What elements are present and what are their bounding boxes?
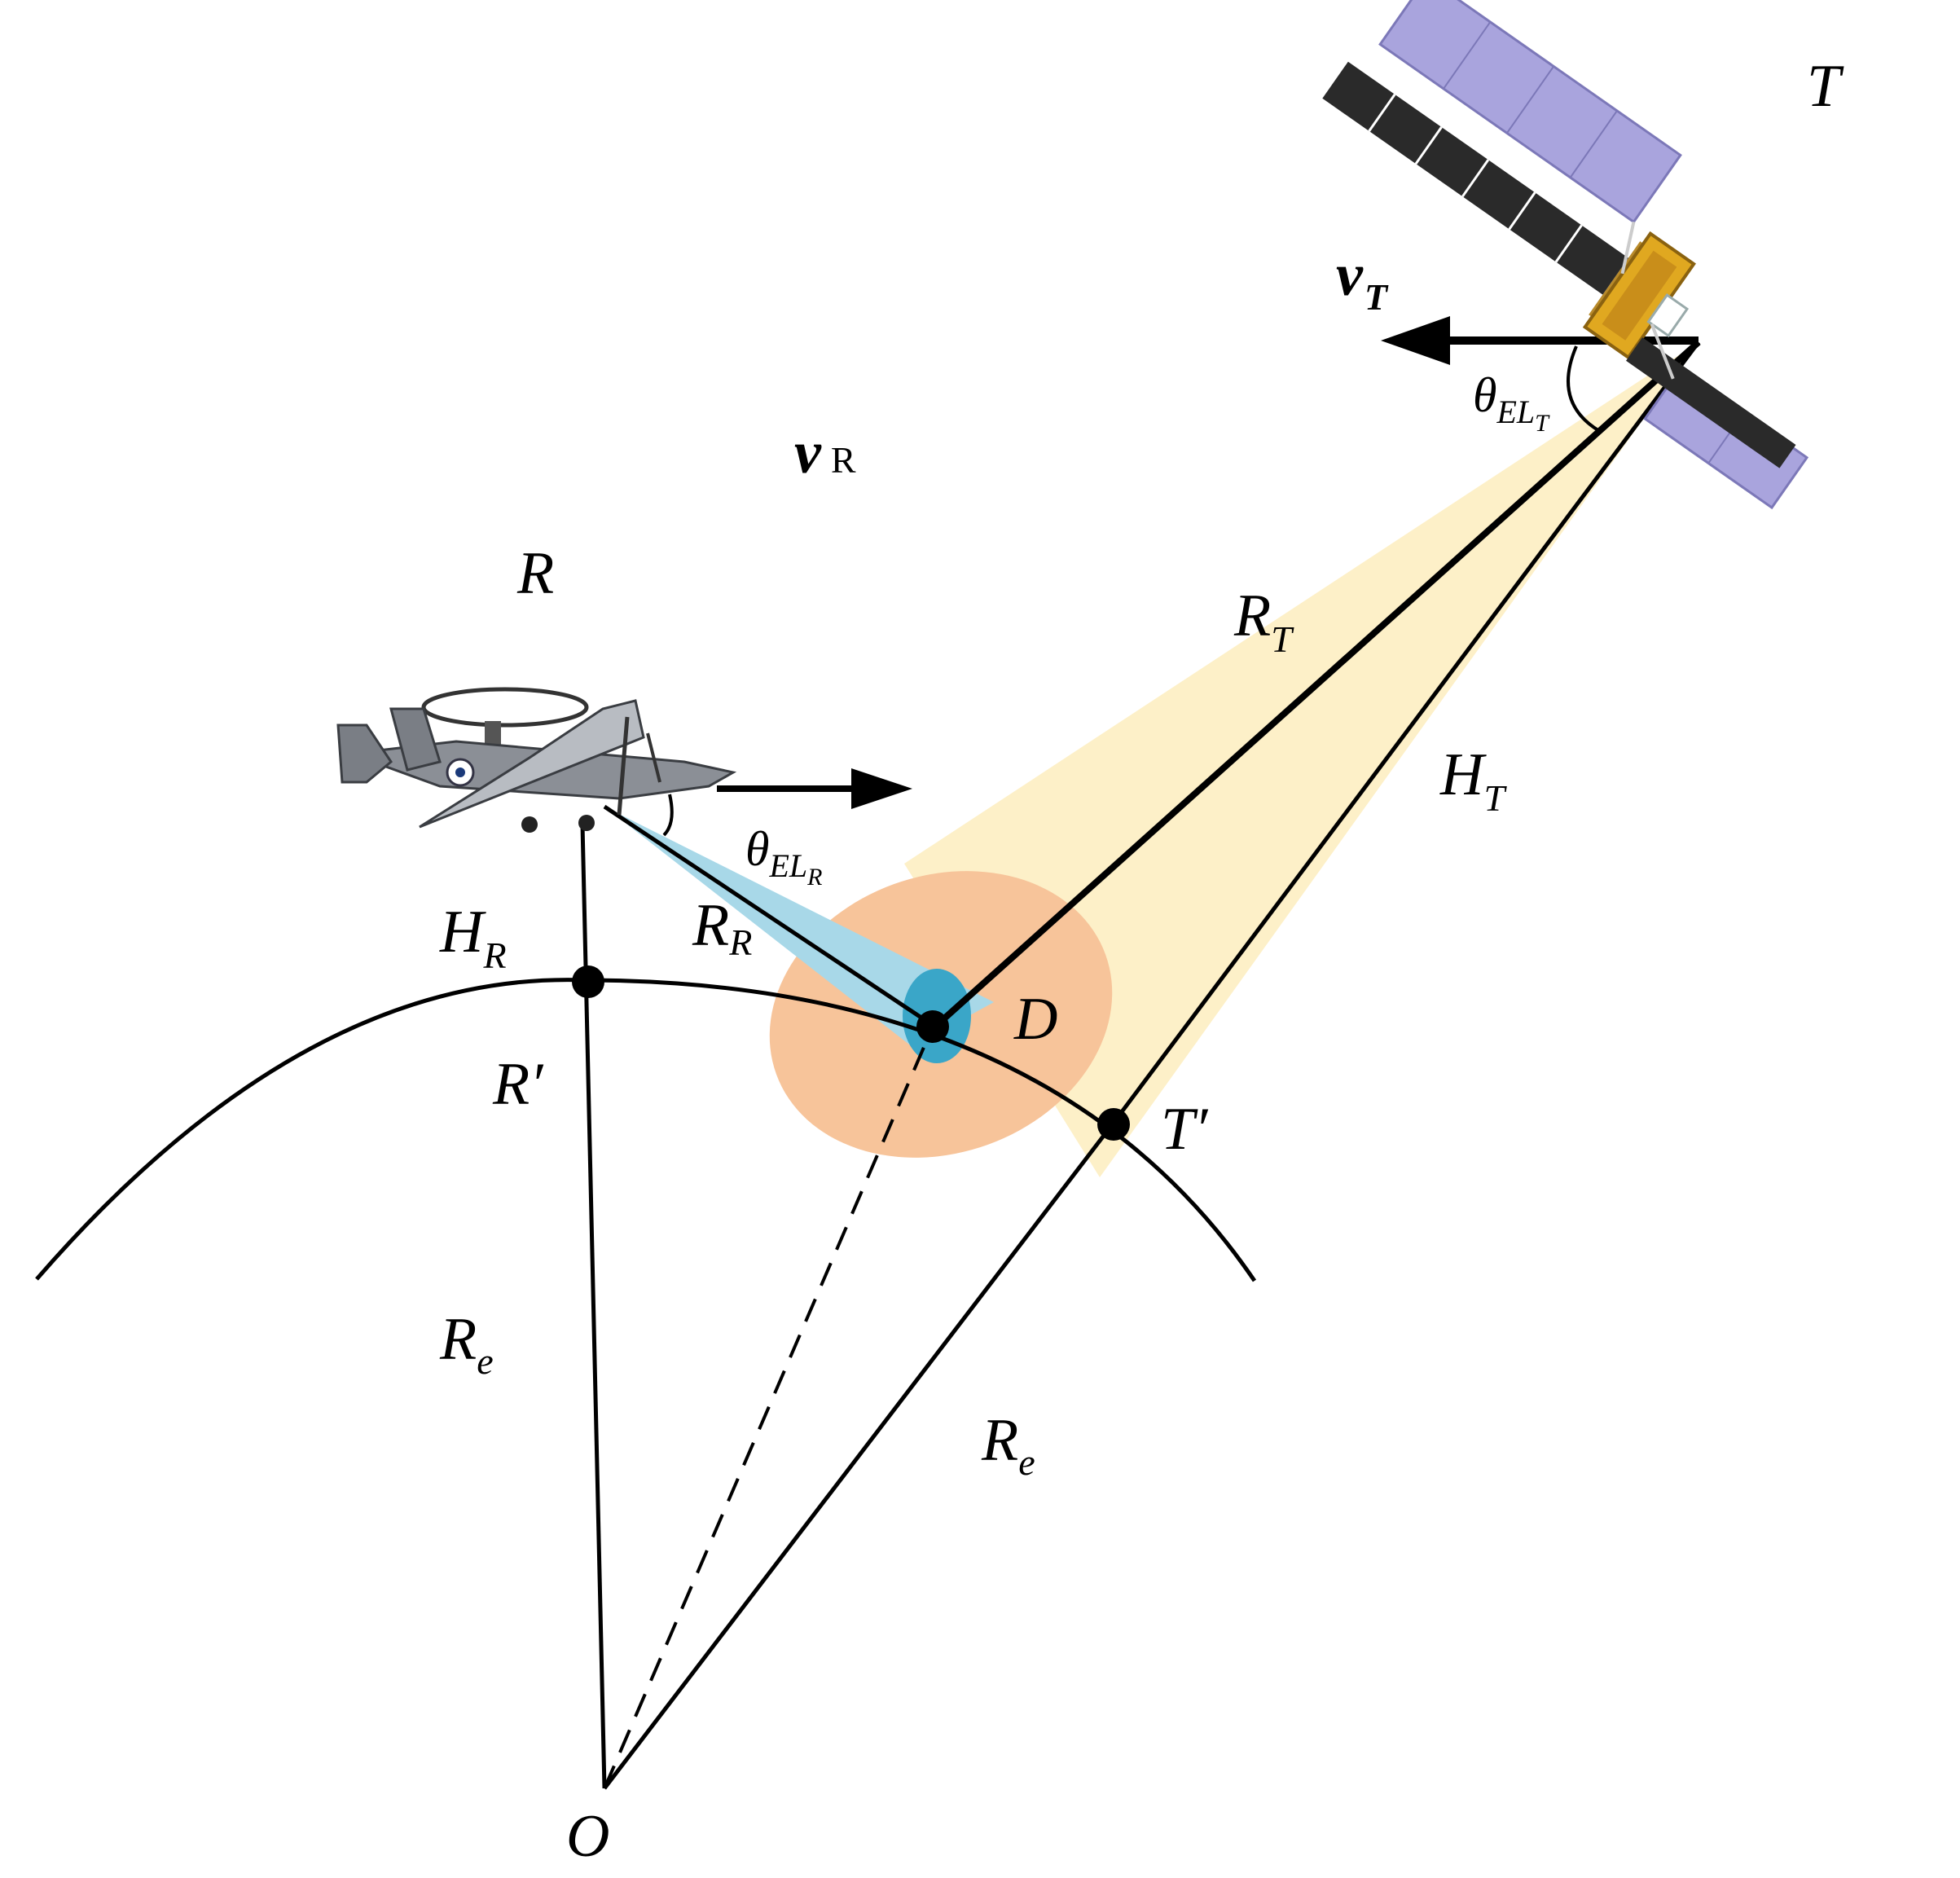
theta-el-r-label: θELR — [745, 822, 823, 891]
earth-center-label: O — [566, 1803, 609, 1870]
satellite-icon — [1322, 0, 1809, 510]
target-radius-dashed-line — [603, 1026, 934, 1789]
height-r-label: HR — [439, 899, 507, 976]
transmitter-ground-label: T′ — [1161, 1096, 1209, 1163]
transmitter-ground-point — [1097, 1108, 1130, 1141]
receiver-ground-point — [572, 965, 604, 998]
transmitter-radius-line — [603, 1121, 1115, 1790]
receiver-ground-label: R′ — [492, 1051, 544, 1118]
target-point-label: D — [1013, 986, 1057, 1053]
transmitter-label: T — [1807, 53, 1844, 120]
awacs-aircraft-icon — [336, 687, 737, 833]
target-point — [916, 1010, 949, 1043]
earth-radius-left-label: Re — [439, 1306, 494, 1382]
receive-beam — [604, 807, 994, 1047]
receiver-range-line — [603, 804, 930, 1025]
range-r-label: RR — [692, 892, 752, 963]
theta-el-r-angle-arc — [662, 794, 674, 837]
range-t-label: RT — [1233, 583, 1294, 660]
transmitter-velocity-arrow — [1381, 316, 1699, 365]
receiver-label: R — [516, 540, 554, 607]
height-t-label: HT — [1439, 741, 1507, 819]
theta-el-t-label: θELT — [1473, 368, 1550, 437]
transmitter-height-line — [1111, 341, 1701, 1124]
velocity-t-label: vT — [1336, 242, 1389, 318]
theta-el-t-angle-arc — [1567, 345, 1602, 433]
transmitter-range-line — [933, 340, 1701, 1029]
receiver-velocity-arrow — [717, 768, 912, 809]
earth-radius-right-label: Re — [981, 1407, 1035, 1483]
